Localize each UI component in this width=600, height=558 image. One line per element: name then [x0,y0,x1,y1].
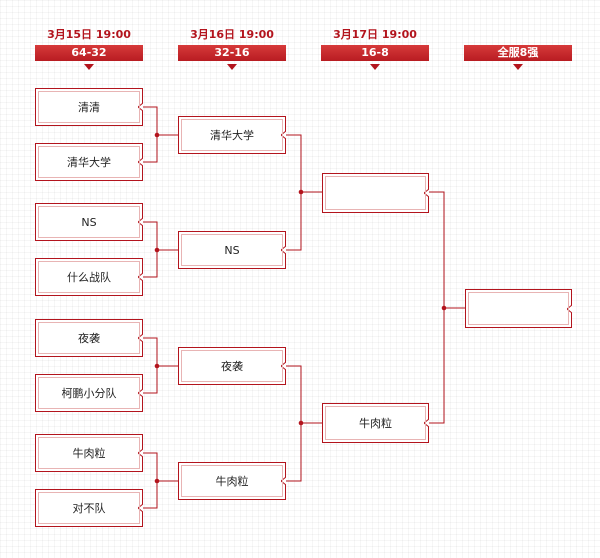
notch-icon [424,189,429,197]
down-arrow-icon [370,64,380,70]
round-header-2: 3月16日 19:00 32-16 [178,28,286,70]
team-name: 牛肉粒 [359,417,392,430]
round-header-1: 3月15日 19:00 64-32 [35,28,143,70]
notch-icon [138,389,143,397]
team-slot[interactable]: 夜袭 [35,319,143,357]
team-name: 清清 [78,101,100,114]
notch-icon [138,218,143,226]
team-name: 清华大学 [210,129,254,142]
notch-icon [138,449,143,457]
round-tag: 32-16 [178,45,286,61]
team-slot[interactable]: NS [35,203,143,241]
team-slot[interactable]: 清清 [35,88,143,126]
team-slot[interactable]: 清华大学 [35,143,143,181]
final-slot[interactable] [465,289,572,328]
team-slot[interactable]: 对不队 [35,489,143,527]
team-slot[interactable]: 牛肉粒 [178,462,286,500]
team-slot[interactable]: 牛肉粒 [35,434,143,472]
round-tag: 16-8 [321,45,429,61]
team-name: 什么战队 [67,271,111,284]
team-slot[interactable]: 清华大学 [178,116,286,154]
team-name: 牛肉粒 [215,475,249,488]
team-name: 夜袭 [221,360,243,373]
round-tag: 64-32 [35,45,143,61]
round-date: 3月15日 19:00 [47,28,131,41]
team-slot[interactable]: 柯鹏小分队 [35,374,143,412]
team-slot[interactable]: NS [178,231,286,269]
down-arrow-icon [513,64,523,70]
team-name: NS [224,243,240,257]
notch-icon [281,131,286,139]
team-name: 牛肉粒 [72,447,106,460]
team-name: 清华大学 [67,156,111,169]
team-slot[interactable] [322,173,429,213]
team-name: NS [81,215,97,229]
team-name: 夜袭 [78,332,100,345]
team-slot[interactable]: 牛肉粒 [322,403,429,443]
notch-icon [138,504,143,512]
team-slot[interactable]: 什么战队 [35,258,143,296]
notch-icon [138,273,143,281]
team-slot[interactable]: 夜袭 [178,347,286,385]
team-name: 柯鹏小分队 [61,387,117,400]
notch-icon [567,304,572,313]
team-name: 对不队 [72,502,106,515]
notch-icon [424,419,429,427]
notch-icon [138,103,143,111]
round-date: 3月16日 19:00 [190,28,274,41]
down-arrow-icon [84,64,94,70]
round-date: 3月17日 19:00 [333,28,417,41]
notch-icon [138,158,143,166]
notch-icon [138,334,143,342]
round-header-4: 全服8强 [464,28,572,70]
round-header-3: 3月17日 19:00 16-8 [321,28,429,70]
notch-icon [281,477,286,485]
notch-icon [281,362,286,370]
notch-icon [281,246,286,254]
round-tag: 全服8强 [464,45,572,61]
down-arrow-icon [227,64,237,70]
